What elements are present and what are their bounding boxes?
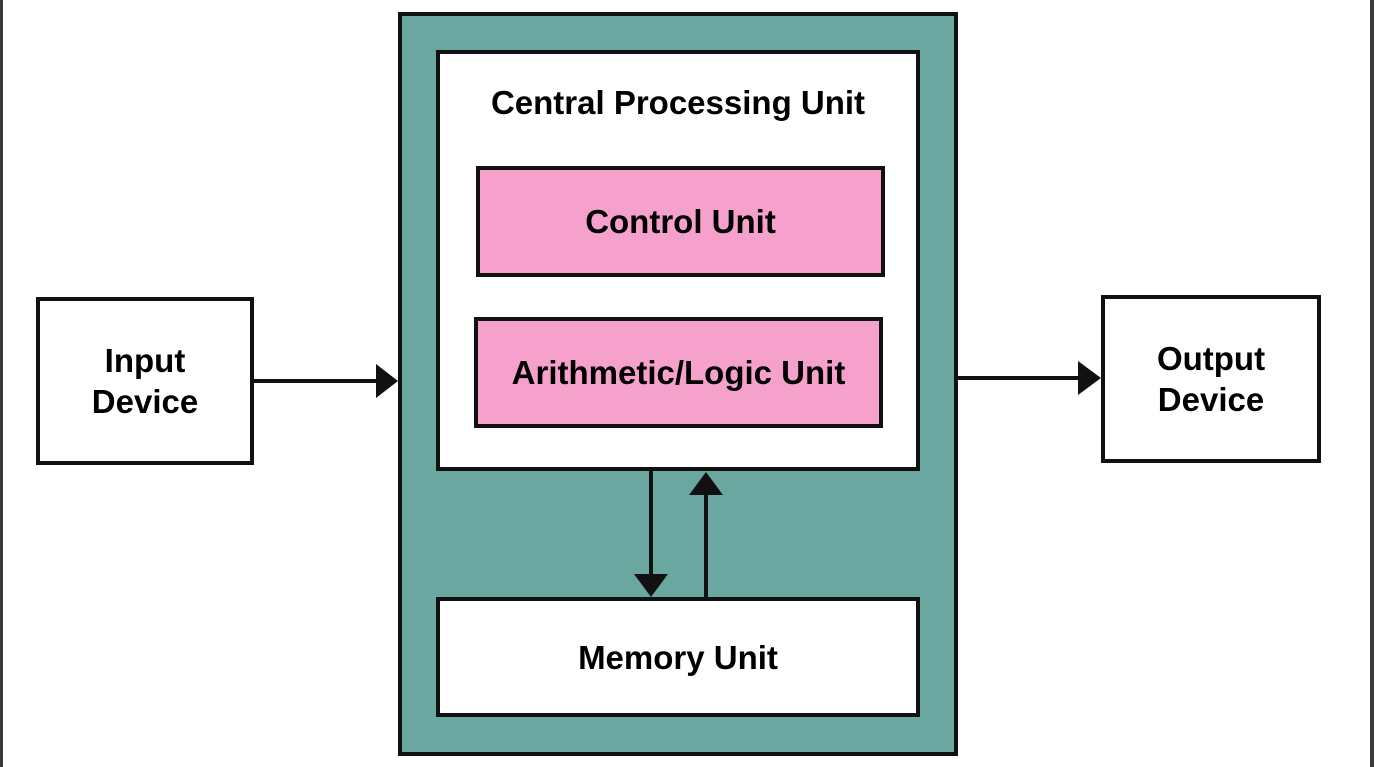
output-device-box: Output Device bbox=[1101, 295, 1321, 463]
input-device-label-line2: Device bbox=[91, 383, 199, 420]
output-device-label-line2: Device bbox=[1157, 381, 1265, 418]
output-device-label: Output Device bbox=[1157, 338, 1265, 420]
input-device-label-line1: Input bbox=[104, 342, 186, 379]
input-device-box: Input Device bbox=[36, 297, 254, 465]
output-device-label-line1: Output bbox=[1156, 340, 1266, 377]
memory-unit-box: Memory Unit bbox=[436, 597, 920, 717]
control-unit-box: Control Unit bbox=[476, 166, 885, 277]
alu-box: Arithmetic/Logic Unit bbox=[474, 317, 883, 428]
input-to-cpu-arrowhead bbox=[376, 364, 398, 398]
alu-label: Arithmetic/Logic Unit bbox=[511, 354, 846, 391]
left-border-line bbox=[0, 0, 3, 767]
cpu-title: Central Processing Unit bbox=[490, 84, 866, 121]
right-border-line bbox=[1370, 0, 1374, 767]
memory-unit-label: Memory Unit bbox=[578, 638, 778, 676]
cpu-to-output-arrowhead bbox=[1078, 361, 1101, 395]
input-device-label: Input Device bbox=[92, 340, 198, 422]
control-unit-label: Control Unit bbox=[585, 203, 776, 240]
